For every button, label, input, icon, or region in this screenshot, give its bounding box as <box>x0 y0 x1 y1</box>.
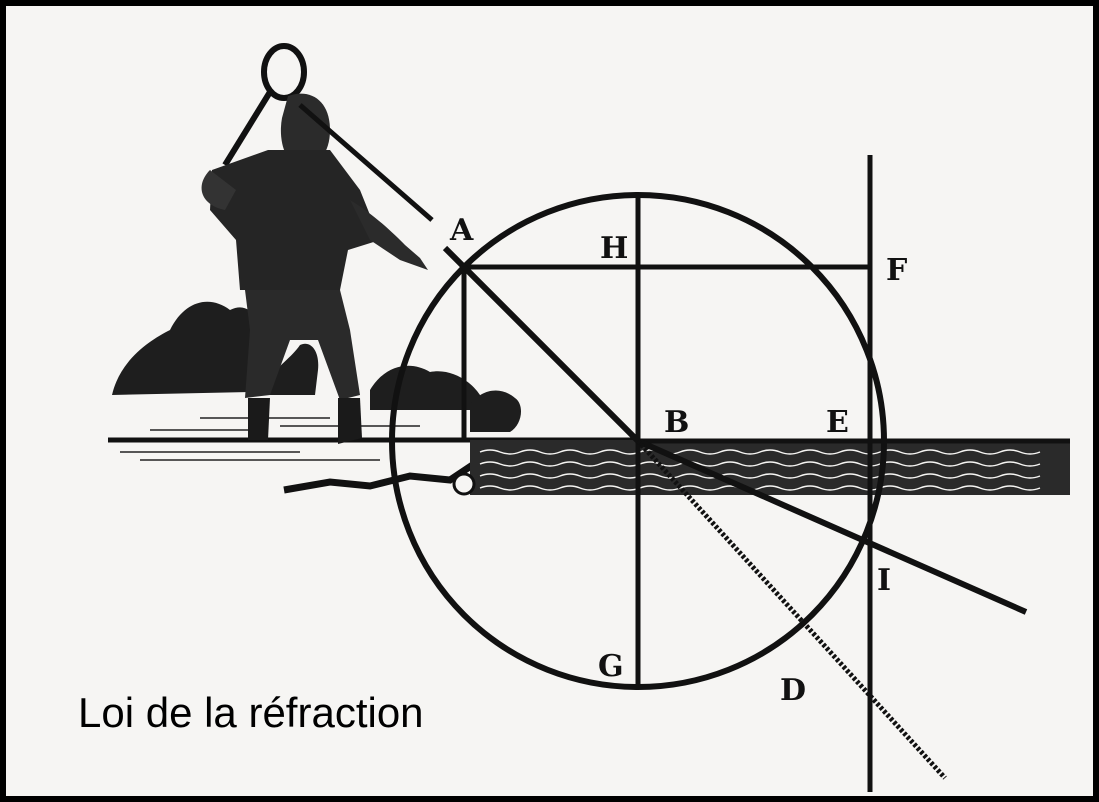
water-waves <box>479 449 1041 491</box>
man-figure <box>201 43 428 444</box>
sight-ray <box>298 103 434 222</box>
label-i: I <box>877 563 891 598</box>
ball <box>452 472 476 496</box>
label-g: G <box>598 649 624 684</box>
incident-ray <box>442 245 641 444</box>
label-f: F <box>886 253 907 288</box>
label-d: D <box>780 673 806 708</box>
label-e: E <box>826 405 849 440</box>
diagram-caption: Loi de la réfraction <box>78 689 424 736</box>
label-h: H <box>600 231 628 266</box>
refraction-diagram: A H F B E I G D <box>108 43 1070 792</box>
water-body <box>470 440 1070 495</box>
undeviated-ray <box>636 439 947 780</box>
diagram-frame: A H F B E I G D Loi de la réfraction <box>6 6 1093 796</box>
refracted-ray <box>636 438 1028 615</box>
label-b: B <box>664 405 689 440</box>
label-a: A <box>449 213 474 248</box>
